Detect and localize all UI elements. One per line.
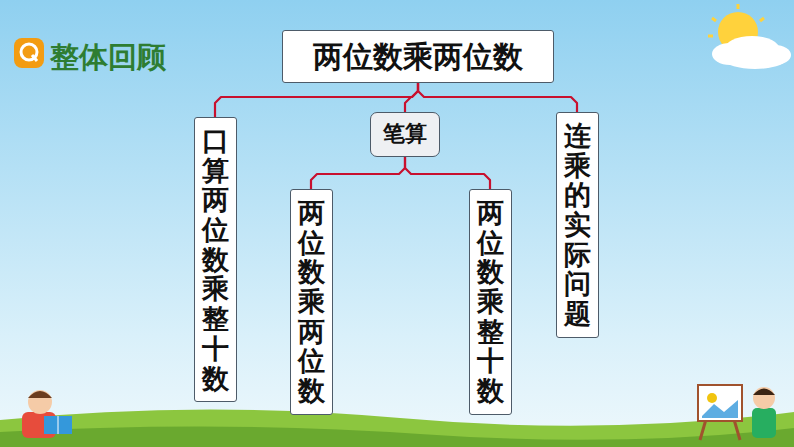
- grass: [0, 409, 794, 447]
- node-label: 两位数乘两位数: [298, 198, 325, 406]
- root-box: 两位数乘两位数: [282, 30, 554, 83]
- node-label: 连乘的实际问题: [564, 121, 591, 329]
- bracket-connector: [311, 157, 405, 189]
- topic-box: 两位数乘两位数: [290, 189, 333, 415]
- node-label: 口算两位数乘整十数: [202, 126, 229, 393]
- topic-box: 两位数乘整十数: [469, 189, 512, 415]
- cloud: [712, 36, 791, 69]
- node-label: 笔算: [383, 120, 427, 149]
- node-label: 两位数乘整十数: [477, 198, 504, 406]
- page-title: 整体回顾: [50, 38, 166, 78]
- grass-dark: [0, 426, 794, 447]
- bracket-connector: [405, 83, 418, 112]
- topic-box: 口算两位数乘整十数: [194, 117, 237, 402]
- topic-box: 连乘的实际问题: [556, 112, 599, 338]
- bracket-connector: [405, 157, 490, 189]
- title-icon: [14, 38, 44, 68]
- group-box: 笔算: [370, 112, 440, 157]
- bracket-connector: [418, 83, 577, 112]
- reading-child: [22, 390, 72, 438]
- painting-child: [698, 385, 776, 440]
- node-label: 两位数乘两位数: [313, 37, 523, 76]
